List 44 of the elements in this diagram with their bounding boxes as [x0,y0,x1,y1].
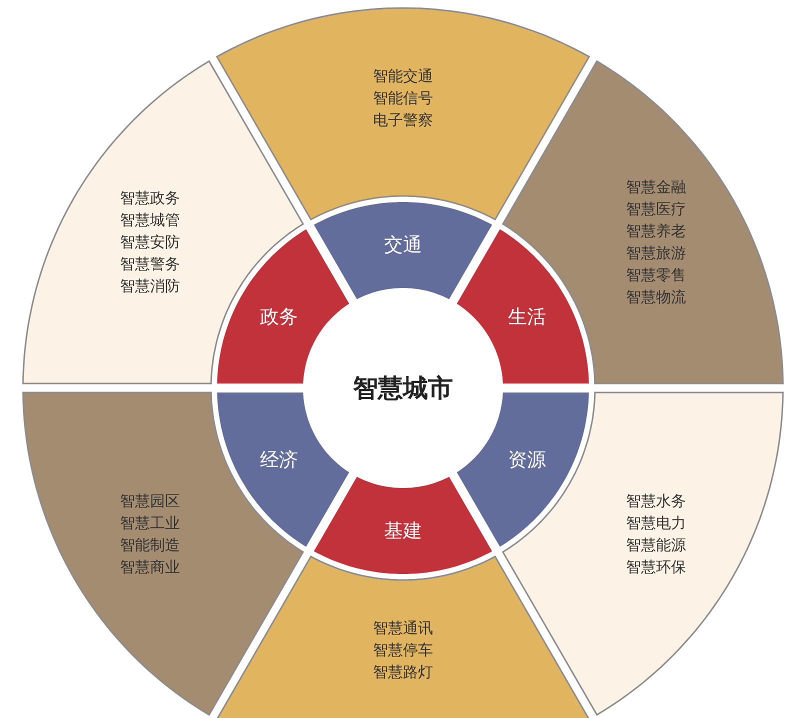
service-label: 智慧消防 [120,276,180,297]
service-label: 智慧工业 [120,513,180,534]
service-label: 智慧物流 [626,287,686,308]
category-label: 基建 [384,519,422,544]
category-label: 政务 [260,304,298,330]
service-label: 智慧通讯 [373,618,433,639]
service-label: 智慧零售 [626,265,686,286]
ring-segment [22,391,305,716]
service-label: 智慧养老 [626,221,686,242]
service-label: 智慧停车 [373,640,433,661]
ring-segment [216,391,351,548]
ring-segment [501,60,784,385]
service-label: 智慧警务 [120,254,180,275]
service-label: 智能制造 [120,535,180,556]
ring-segment [215,7,591,221]
category-label: 经济 [260,448,298,472]
service-label: 智能交通 [373,66,433,87]
service-label: 智慧金融 [626,177,686,198]
category-label: 生活 [508,304,546,330]
ring-segment [501,391,784,716]
service-label: 智慧安防 [120,232,180,253]
service-label: 智慧环保 [626,557,686,578]
ring-segment [455,228,590,385]
service-label: 智慧旅游 [626,243,686,264]
ring-segment [312,201,494,301]
service-label: 智慧城管 [120,210,180,231]
service-label: 智能信号 [373,88,433,109]
ring-segment [22,60,305,385]
service-label: 电子警察 [373,110,433,131]
service-label: 智慧商业 [120,557,180,578]
category-label: 交通 [384,233,422,258]
center-title: 智慧城市 [353,372,453,404]
service-label: 智慧园区 [120,491,180,512]
ring-segment [455,391,590,548]
service-label: 智慧电力 [626,513,686,534]
ring-segment [215,555,591,718]
service-label: 智慧水务 [626,491,686,512]
service-label: 智慧能源 [626,535,686,556]
category-label: 资源 [508,448,546,472]
service-label: 智慧医疗 [626,199,686,220]
ring-segment [216,228,351,385]
service-label: 智慧路灯 [373,662,433,683]
service-label: 智慧政务 [120,188,180,209]
ring-segment [312,475,494,575]
